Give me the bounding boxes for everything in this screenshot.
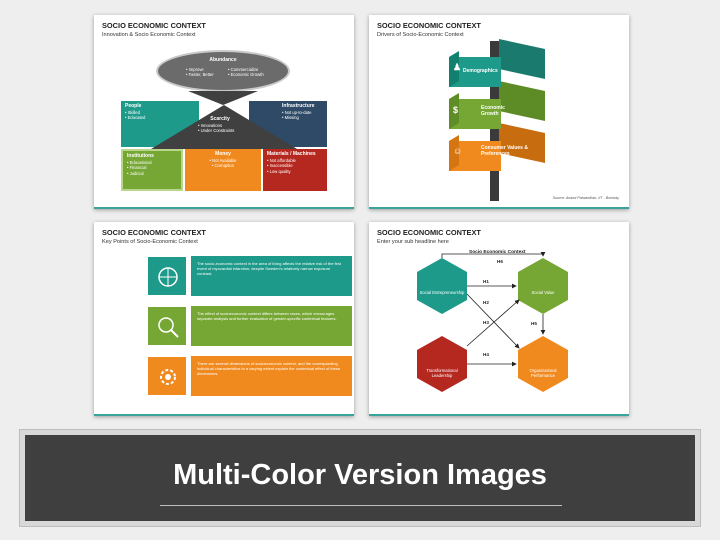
slide-title: SOCIO ECONOMIC CONTEXT (377, 228, 481, 237)
hypothesis-label: H1 (483, 279, 489, 284)
slide-title: SOCIO ECONOMIC CONTEXT (102, 21, 206, 30)
list-item: • Improve (186, 67, 204, 72)
scarcity-label: Scarcity • Innovations • Under Constrain… (194, 114, 256, 137)
source-note: Source: Anand Patwardhan, IIT - Bombay (552, 196, 619, 200)
key-point-text: There are several dimensions of socioeco… (191, 356, 352, 396)
list-item: • Innovations (198, 123, 223, 129)
box-title: People (125, 103, 142, 109)
list-item: • Financial (127, 165, 147, 171)
slide-title: SOCIO ECONOMIC CONTEXT (102, 228, 206, 237)
list-item: • Not up-to-date (282, 110, 312, 116)
version-banner: Multi-Color Version Images (19, 429, 701, 527)
list-item: • Corruption (211, 163, 235, 169)
hypothesis-diagram (417, 252, 568, 392)
people-icon: ♟ (453, 62, 462, 72)
sign-consumer-values: Consumer Values & Preferences (481, 145, 528, 157)
diagram-title: Socio Economic Context (469, 250, 526, 255)
box-title: Scarcity (210, 116, 230, 122)
consumer-icon: ☺ (453, 146, 463, 156)
key-point-2: The effect of socioeconomic context diff… (147, 306, 352, 346)
list-item: • Missing (282, 115, 299, 121)
key-point-text: The socio-economic context in the area o… (191, 256, 352, 296)
slide-title: SOCIO ECONOMIC CONTEXT (377, 21, 481, 30)
node-organizational-performance: Organizational Performance (529, 368, 557, 378)
node-social-value: Social Value (531, 290, 555, 295)
globe-chart-icon (147, 256, 187, 296)
slide-subtitle: Enter your sub headline here (377, 239, 449, 245)
list-item: • Inaccessible (267, 163, 293, 169)
scarcity-triangle (151, 105, 297, 149)
signpost-graphic (449, 39, 545, 201)
box-title: Institutions (127, 153, 154, 159)
node-transformational-leadership: Transformational Leadership (426, 368, 458, 378)
slide-key-points[interactable]: SOCIO ECONOMIC CONTEXT Key Points of Soc… (94, 222, 354, 416)
slide-subtitle: Key Points of Socio-Economic Context (102, 239, 198, 245)
abundance-title: Abundance (209, 57, 237, 63)
list-item: • Judicial (127, 170, 144, 176)
money-box: Money • Not Available • Corruption (185, 149, 261, 191)
hypothesis-label: H6 (497, 259, 503, 264)
list-item: • Not affordable (267, 158, 296, 164)
banner-title: Multi-Color Version Images (173, 459, 547, 491)
hypothesis-label: H3 (483, 320, 489, 325)
hypothesis-label: H5 (531, 321, 537, 326)
banner-divider (160, 505, 562, 506)
list-item: • Faster, Better (186, 72, 214, 78)
list-item: • Under Constraints (198, 128, 235, 134)
funnel-arrow (188, 91, 258, 105)
institutions-box: Institutions • Educational • Financial •… (121, 149, 183, 191)
hypothesis-label: H4 (483, 352, 489, 357)
list-item: • Educated (125, 115, 146, 121)
list-item: • Not Available (209, 158, 237, 164)
sign-demographics: Demographics (463, 68, 498, 74)
key-point-text: The effect of socioeconomic context diff… (191, 306, 352, 346)
slide-subtitle: Innovation & Socio Economic Context (102, 32, 196, 38)
slide-hypotheses[interactable]: SOCIO ECONOMIC CONTEXT Enter your sub he… (369, 222, 629, 416)
list-item: • Skilled (125, 110, 140, 116)
key-point-1: The socio-economic context in the area o… (147, 256, 352, 296)
magnifier-icon (147, 306, 187, 346)
slide-drivers[interactable]: SOCIO ECONOMIC CONTEXT Drivers of Socio-… (369, 15, 629, 209)
sign-economic-growth: Economic Growth (481, 105, 505, 117)
infrastructure-box: Infrastructure • Not up-to-date • Missin… (249, 101, 327, 147)
node-social-entrepreneurship: Social Entrepreneurship (419, 290, 465, 295)
slide-innovation[interactable]: SOCIO ECONOMIC CONTEXT Innovation & Soci… (94, 15, 354, 209)
materials-box: Materials / Machines • Not affordable • … (263, 149, 327, 191)
list-item: • Economic Growth (228, 72, 264, 78)
gear-icon (147, 356, 187, 396)
list-item: • Low quality (267, 168, 291, 174)
box-title: Money (215, 151, 231, 157)
abundance-left-list: • Improve • Faster, Better (186, 67, 214, 77)
growth-chart-icon: $ (453, 105, 459, 115)
list-item: • Commercialize (228, 67, 259, 72)
hypothesis-label: H2 (483, 300, 489, 305)
list-item: • Educational (127, 160, 152, 166)
abundance-right-list: • Commercialize • Economic Growth (228, 67, 264, 77)
abundance-ellipse: Abundance • Improve • Faster, Better • C… (156, 50, 290, 92)
box-title: Materials / Machines (267, 151, 316, 157)
key-point-3: There are several dimensions of socioeco… (147, 356, 352, 396)
box-title: Infrastructure (282, 103, 315, 109)
slide-subtitle: Drivers of Socio-Economic Context (377, 32, 464, 38)
